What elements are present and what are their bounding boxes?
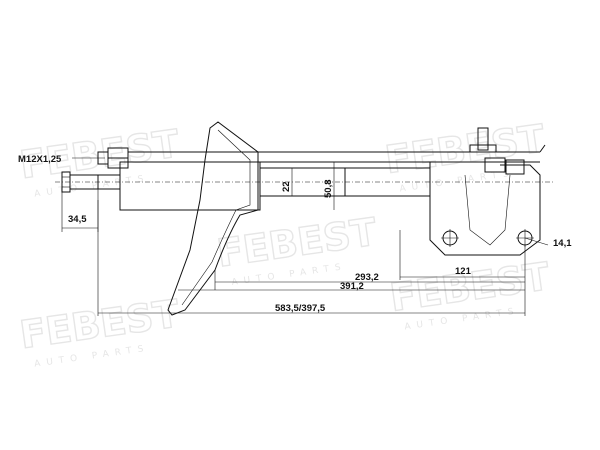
dim-thread: M12X1,25: [18, 154, 62, 165]
dimension-lines: [61, 157, 549, 316]
watermark-brand: FEBEST: [214, 210, 379, 276]
spring-seat: [167, 121, 259, 316]
stabilizer-mount: [469, 144, 497, 153]
strut-body: [55, 121, 555, 316]
watermark-brand: FEBEST: [387, 254, 552, 320]
dimension-labels: M12X1,25 34,5 22 50,8 14,1 121 293,2 391…: [18, 154, 572, 314]
watermark-brand: FEBEST: [17, 291, 182, 357]
stabilizer-stud: [477, 127, 489, 151]
dim-tube-diameter: 50,8: [323, 180, 334, 199]
dim-bracket-length: 121: [455, 266, 472, 277]
knuckle-bracket: [429, 164, 541, 256]
dim-mount-to-bottom: 391,2: [340, 281, 364, 292]
dim-rod-length: 34,5: [68, 214, 87, 225]
watermark-brand: FEBEST: [382, 116, 547, 182]
dim-mount-to-bracket: 293,2: [355, 272, 379, 283]
dim-rod-diameter: 22: [281, 181, 292, 192]
dim-hole-diameter: 14,1: [553, 238, 572, 249]
dim-total-length: 583,5/397,5: [275, 303, 326, 314]
abs-holder: [484, 157, 506, 173]
